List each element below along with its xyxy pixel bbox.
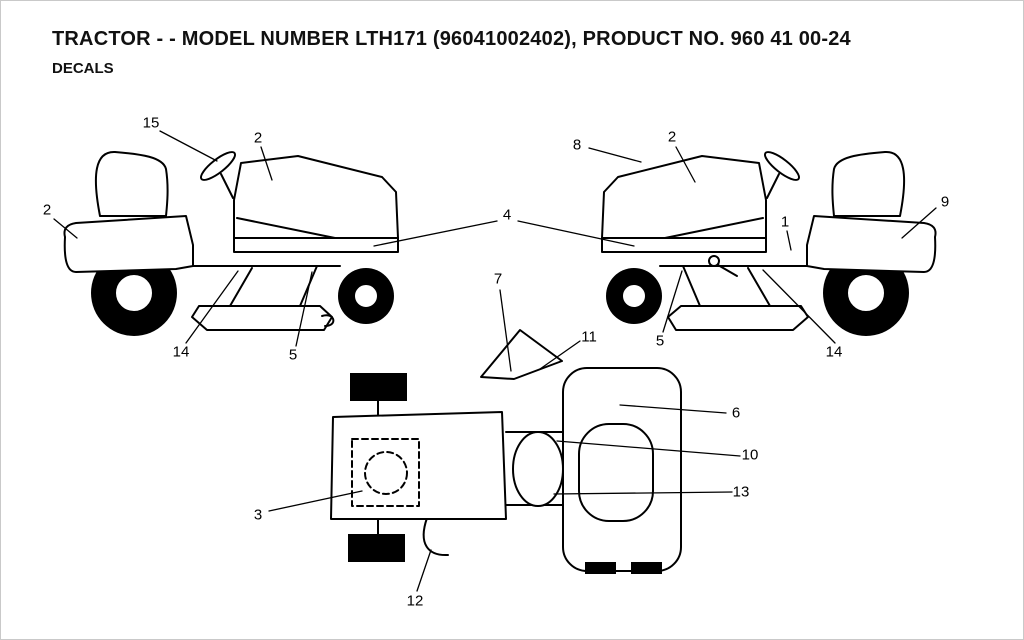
callout-11: 11 [581,328,597,346]
decal-circle-dashed [364,451,408,495]
leader-5-left [295,271,313,347]
callout-2-hood-right: 2 [667,128,677,146]
leader-15 [159,130,218,162]
control-cable [422,517,449,557]
hood-crease [664,217,764,239]
callout-12: 12 [406,592,424,610]
front-wheel-hub [621,283,647,309]
leader-7 [499,289,512,372]
hood [233,155,399,239]
callout-3: 3 [253,506,263,524]
hood-side-stripe [601,237,767,253]
rear-fender [63,215,194,273]
rear-pad-left [585,562,616,574]
rear-wheel-hub [114,273,154,313]
tractor-right-side-view [601,150,937,336]
tractor-top-view [330,329,682,574]
deck-hanger-rear [747,267,771,307]
callout-14-left: 14 [172,343,190,361]
rear-fender [806,215,937,273]
leader-3 [268,490,363,512]
seat [94,150,169,217]
page-title: TRACTOR - - MODEL NUMBER LTH171 (9604100… [52,28,851,50]
callout-8: 8 [572,136,582,154]
deck-lever-knob [708,255,720,267]
tractor-left-side-view [63,150,399,336]
steering-column [220,173,234,199]
mower-deck [667,305,809,331]
callout-13: 13 [732,483,750,501]
callout-7: 7 [493,270,503,288]
seat-cushion-top [578,423,654,522]
leader-6 [619,404,727,414]
deck-lever [717,264,738,277]
leader-12 [416,549,432,592]
callout-15: 15 [142,114,160,132]
leader-11 [539,340,581,370]
hood-side-stripe [233,237,399,253]
deck-spring [321,314,335,327]
callout-10: 10 [741,446,759,464]
hood [601,155,767,239]
leader-13 [553,491,733,495]
discharge-chute [480,329,563,380]
leader-2-hood-right [675,146,696,183]
leader-2-hood-left [260,146,273,181]
callout-5-right: 5 [655,332,665,350]
leader-14-left [185,270,239,344]
callout-leader-lines [53,130,937,592]
rear-pad-right [631,562,662,574]
callout-2-fender-left: 2 [42,201,52,219]
page-subtitle: DECALS [52,60,114,77]
leader-4-to-left-view [373,220,498,247]
seat [831,150,906,217]
steering-column [766,173,780,199]
leader-4-to-right-view [517,220,635,247]
front-wheel-upper [350,373,407,401]
decal-area-dashed [351,438,420,507]
fuel-tank-top [512,431,564,507]
callout-1: 1 [780,213,790,231]
front-wheel-lower [348,534,405,562]
deck-hanger-front [682,265,701,307]
callout-14-right: 14 [825,343,843,361]
rear-wheel-hub [846,273,886,313]
mower-deck [191,305,333,331]
steering-wheel [199,151,237,181]
steering-wheel [763,151,801,181]
front-wheel-hub [353,283,379,309]
leader-10 [556,440,741,457]
leader-2-fender-left [53,218,78,239]
callout-5-left: 5 [288,346,298,364]
deck-hanger-rear [229,267,253,307]
leader-14-right [762,269,836,344]
leader-1 [786,230,792,251]
callout-9: 9 [940,193,950,211]
leader-9 [901,207,937,239]
leader-8 [588,147,642,163]
hood-crease [236,217,336,239]
callout-6: 6 [731,404,741,422]
callout-2-hood-left: 2 [253,129,263,147]
leader-5-right [662,270,683,333]
callout-4: 4 [502,206,512,224]
